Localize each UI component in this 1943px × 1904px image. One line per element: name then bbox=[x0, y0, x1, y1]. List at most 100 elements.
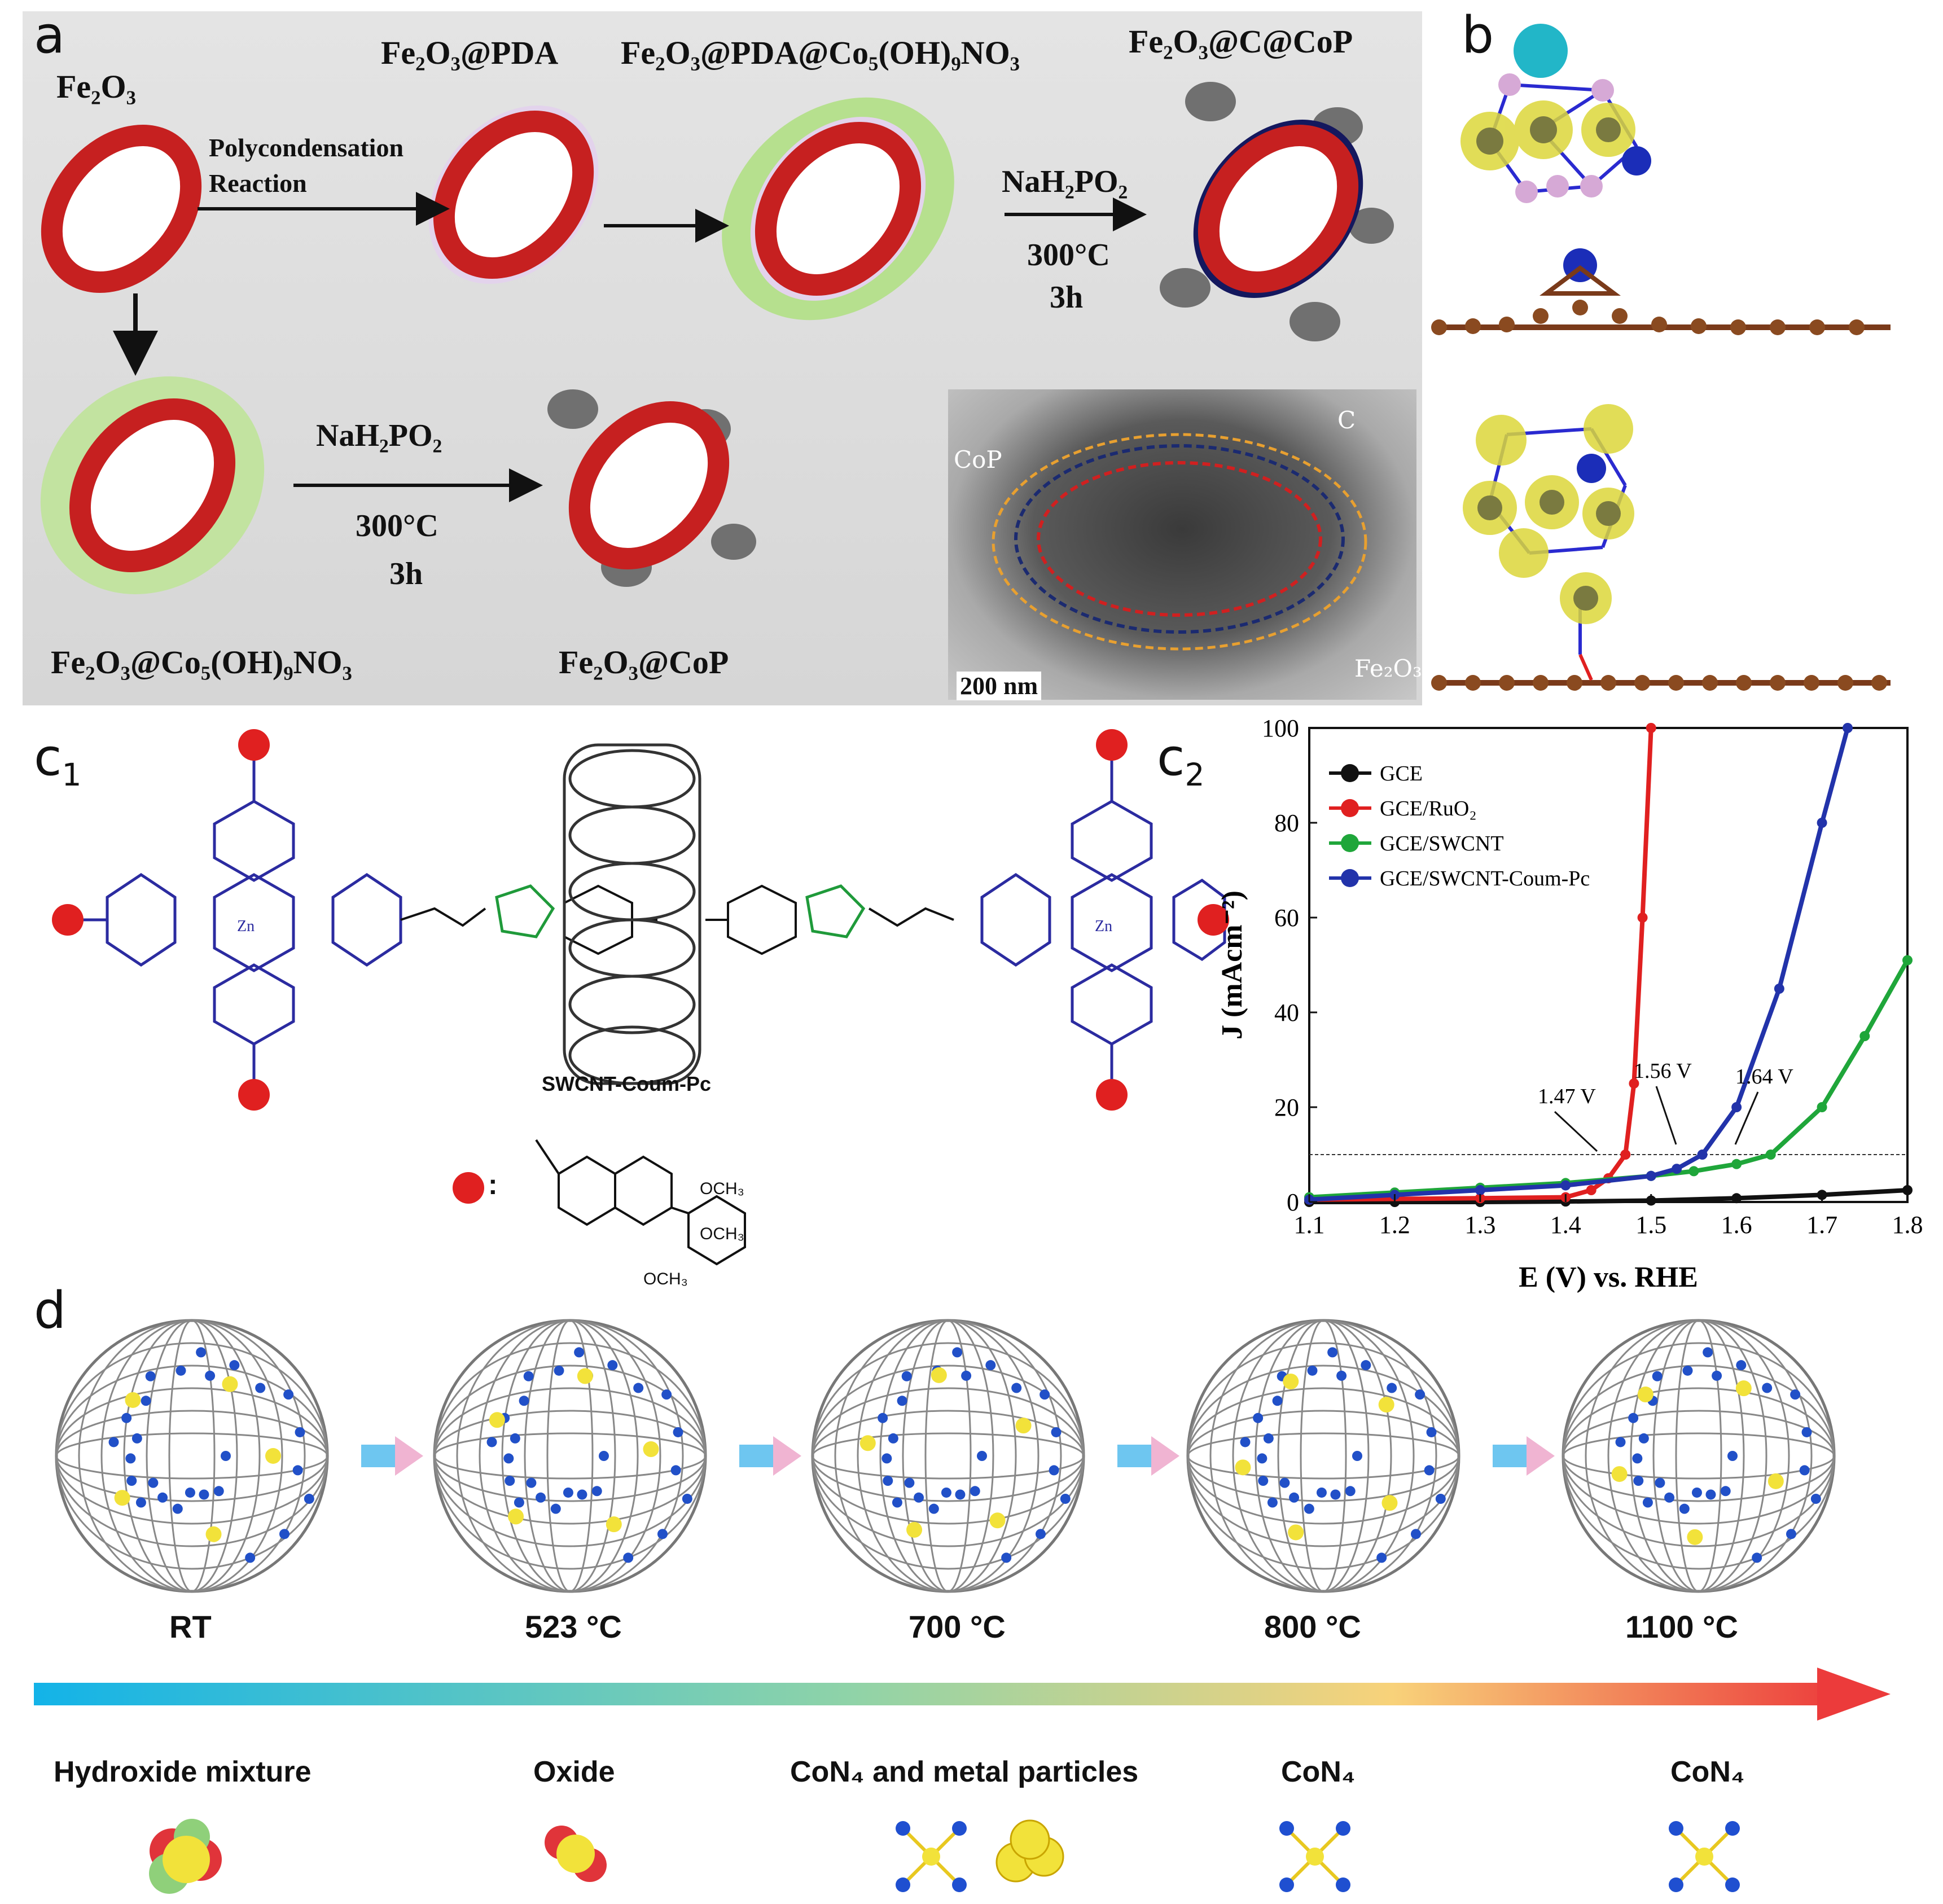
x-tick-label: 1.3 bbox=[1464, 1211, 1495, 1239]
duration-top: 3h bbox=[1050, 280, 1084, 315]
panel-d-letter: d bbox=[34, 1281, 67, 1340]
och3-1: OCH₃ bbox=[700, 1179, 744, 1198]
coumarin-marker-top-right bbox=[1096, 729, 1128, 761]
series-point bbox=[1475, 1185, 1485, 1195]
annotation-156: 1.56 V bbox=[1634, 1059, 1692, 1083]
series-point bbox=[1859, 1031, 1870, 1041]
carbon-cage-0 bbox=[55, 1319, 329, 1593]
annotation-147: 1.47 V bbox=[1538, 1085, 1596, 1108]
panel-a-schematic bbox=[40, 82, 1394, 594]
series-3 bbox=[1304, 723, 1853, 1205]
och3-2: OCH₃ bbox=[700, 1225, 744, 1243]
x-tick-label: 1.8 bbox=[1892, 1211, 1923, 1239]
hydroxide-icon bbox=[149, 1819, 222, 1894]
tem-label-c: C bbox=[1337, 406, 1356, 434]
x-tick-label: 1.4 bbox=[1550, 1211, 1581, 1239]
temperature-gradient-arrow bbox=[34, 1668, 1891, 1721]
y-tick-label: 100 bbox=[1262, 717, 1299, 742]
duration-bottom: 3h bbox=[389, 556, 423, 591]
panel-c1-letter: c1 bbox=[34, 728, 82, 793]
swcnt bbox=[563, 743, 701, 1085]
series-point bbox=[1902, 955, 1913, 966]
fe2o3-cop-ring bbox=[568, 401, 730, 569]
series-point bbox=[1765, 1150, 1776, 1160]
y-tick-label: 40 bbox=[1274, 999, 1299, 1026]
con4-icon-800 bbox=[1279, 1821, 1350, 1892]
coumarin-marker-bottom-right bbox=[1096, 1079, 1128, 1111]
panel-c2-letter: c2 bbox=[1157, 728, 1205, 793]
legend-swatch-marker bbox=[1341, 764, 1359, 782]
graphene-bottom bbox=[1431, 653, 1891, 691]
chart-y-label: J (mAcm⁻²) bbox=[1216, 890, 1248, 1039]
zn-pc-left: Zn bbox=[106, 800, 402, 1046]
species-hydroxide: Hydroxide mixture bbox=[54, 1756, 312, 1788]
species-icons bbox=[149, 1819, 1740, 1894]
oxide-icon bbox=[545, 1826, 607, 1882]
panel-c1-structure: Zn Zn bbox=[52, 729, 1229, 1266]
species-con4-metal: CoN₄ and metal particles bbox=[790, 1756, 1139, 1788]
x-tick-label: 1.6 bbox=[1721, 1211, 1752, 1239]
y-tick-label: 60 bbox=[1274, 904, 1299, 932]
series-point bbox=[1774, 984, 1784, 994]
carbon-cage-4 bbox=[1562, 1319, 1836, 1593]
legend-label: GCE/SWCNT-Coum-Pc bbox=[1380, 867, 1590, 890]
annotation-164: 1.64 V bbox=[1735, 1065, 1793, 1089]
series-point bbox=[1902, 1185, 1913, 1195]
svg-text:Zn: Zn bbox=[1095, 918, 1112, 935]
series-point bbox=[1560, 1180, 1571, 1191]
panel-b-letter: b bbox=[1462, 6, 1494, 65]
cluster-top bbox=[1460, 24, 1651, 203]
label-fe2o3-c-cop: Fe₂O₃@C@CoP bbox=[1129, 23, 1353, 60]
species-oxide: Oxide bbox=[533, 1756, 615, 1788]
x-tick-label: 1.2 bbox=[1379, 1211, 1410, 1239]
series-point bbox=[1731, 1159, 1742, 1169]
x-tick-label: 1.1 bbox=[1294, 1211, 1325, 1239]
svg-text:Zn: Zn bbox=[237, 918, 255, 935]
transition-arrow-0 bbox=[361, 1436, 423, 1476]
legend-label: GCE/RuO₂ bbox=[1380, 797, 1477, 821]
temp-700: 700 °C bbox=[909, 1609, 1006, 1644]
con4-icon-700 bbox=[896, 1821, 967, 1892]
species-con4-800: CoN₄ bbox=[1281, 1756, 1356, 1788]
legend-swatch-marker bbox=[1341, 799, 1359, 817]
temp-800: 800 °C bbox=[1264, 1609, 1361, 1644]
reaction-label-2: Reaction bbox=[209, 169, 307, 198]
temperature-top: 300°C bbox=[1027, 238, 1110, 273]
tem-outlines bbox=[992, 433, 1367, 651]
cluster-bottom bbox=[1463, 404, 1634, 655]
panel-b-structures bbox=[1431, 24, 1891, 691]
graphene-top bbox=[1431, 248, 1891, 335]
series-point bbox=[1697, 1150, 1708, 1160]
fe2o3-pda-co-ring bbox=[755, 122, 922, 296]
legend-swatch-marker bbox=[1341, 834, 1359, 852]
series-0 bbox=[1304, 1185, 1913, 1207]
och3-3: OCH₃ bbox=[643, 1270, 688, 1288]
series-point bbox=[1637, 912, 1648, 923]
reagent-top: NaH₂PO₂ bbox=[1002, 164, 1128, 199]
species-con4-1100: CoN₄ bbox=[1670, 1756, 1745, 1788]
carbon-cage-3 bbox=[1186, 1319, 1460, 1593]
con4-icon-1100 bbox=[1669, 1821, 1740, 1892]
tem-label-cop: CoP bbox=[954, 446, 1002, 473]
temp-rt: RT bbox=[169, 1609, 212, 1644]
label-fe2o3-pda: Fe₂O₃@PDA bbox=[381, 34, 559, 71]
series-point bbox=[1688, 1166, 1699, 1177]
coumarin-marker-left bbox=[52, 904, 84, 936]
series-point bbox=[1843, 723, 1853, 733]
label-fe2o3-top: Fe₂O₃ bbox=[56, 68, 137, 105]
tem-inset bbox=[948, 389, 1416, 700]
metal-particle-icon bbox=[995, 1819, 1064, 1883]
triazole-left bbox=[495, 884, 555, 938]
coumarin-legend-marker bbox=[453, 1172, 484, 1204]
panel-d-cages bbox=[55, 1319, 1836, 1593]
label-fe2o3-cop-bottom: Fe₂O₃@CoP bbox=[559, 644, 729, 681]
fe2o3-co-ring bbox=[69, 398, 236, 572]
label-fe2o3-co-bottom: Fe₂O₃@Co₅(OH)₉NO₃ bbox=[51, 644, 352, 681]
transition-arrow-2 bbox=[1117, 1436, 1179, 1476]
series-point bbox=[1646, 723, 1656, 733]
series-point bbox=[1620, 1150, 1631, 1160]
series-point bbox=[1817, 818, 1827, 828]
coumarin-legend-colon: : bbox=[488, 1169, 498, 1200]
series-line bbox=[1309, 1188, 1908, 1204]
